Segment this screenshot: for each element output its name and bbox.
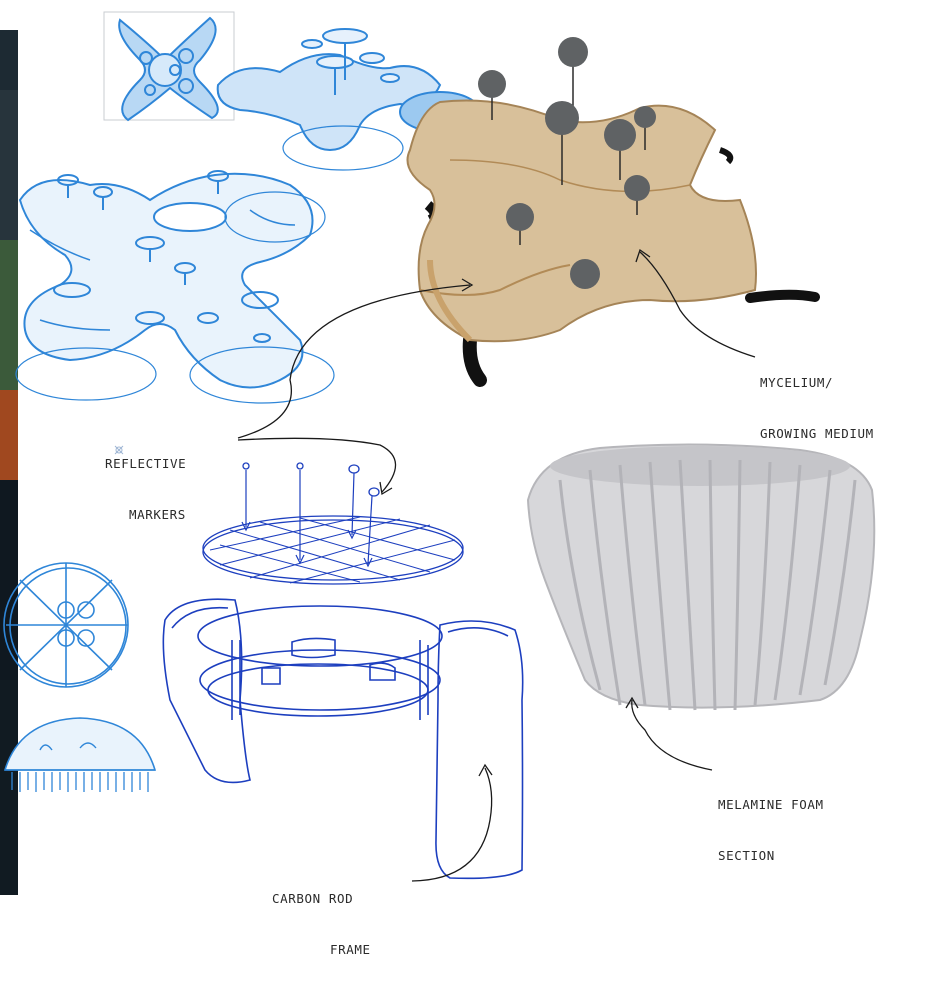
reflective-label-line2: MARKERS	[105, 506, 186, 523]
reflective-markers-label: REFLECTIVE MARKERS	[105, 421, 186, 557]
melamine-foam-photo	[528, 444, 874, 710]
marker-plate-sketch	[203, 463, 463, 584]
carbon-label-line2: FRAME	[272, 941, 371, 958]
dome-side-sketch	[5, 718, 155, 792]
mycelium-label-line1: MYCELIUM/	[760, 374, 874, 391]
carbon-rod-frame-sketch	[163, 599, 522, 878]
mycelium-model-photo	[408, 37, 816, 380]
concept-board: MYCELIUM/ GROWING MEDIUM REFLECTIVE MARK…	[0, 0, 936, 895]
reflective-label-line1: REFLECTIVE	[105, 455, 186, 472]
carbon-label-line1: CARBON ROD	[272, 890, 371, 907]
melamine-label-line1: MELAMINE FOAM	[718, 796, 824, 813]
melamine-foam-label: MELAMINE FOAM SECTION	[718, 762, 824, 898]
top-view-circle-sketch	[4, 563, 128, 687]
mycelium-label-line2: GROWING MEDIUM	[760, 425, 874, 442]
cluster-base-sketch	[16, 171, 334, 403]
melamine-label-line2: SECTION	[718, 847, 824, 864]
carbon-rod-label: CARBON ROD FRAME	[272, 856, 371, 992]
mycelium-label: MYCELIUM/ GROWING MEDIUM	[760, 340, 874, 476]
